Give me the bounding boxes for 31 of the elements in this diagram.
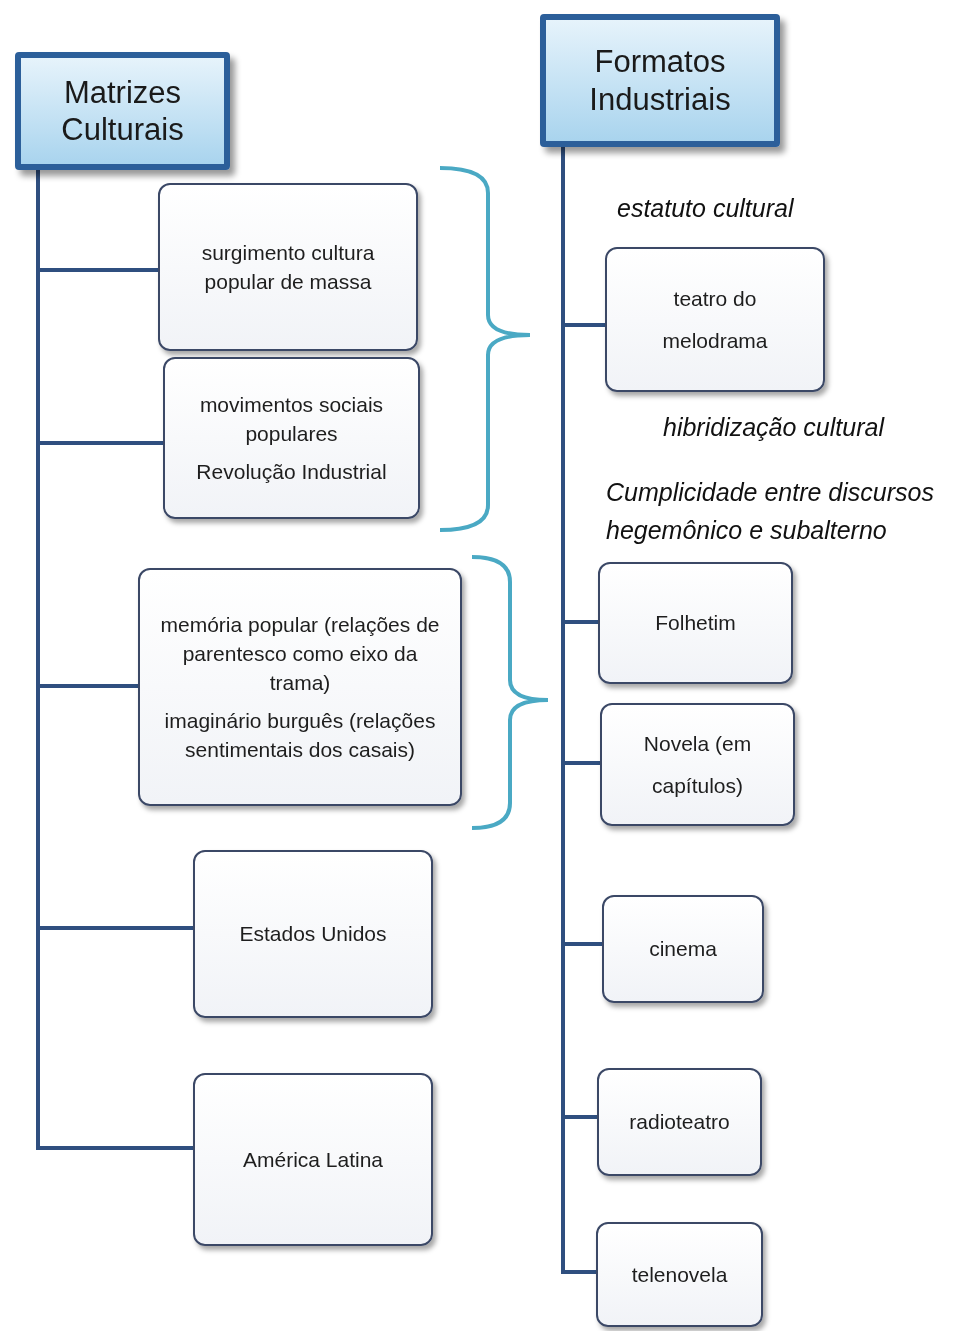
node-text: movimentos sociais populares bbox=[198, 391, 385, 448]
annotation-text: hibridização cultural bbox=[663, 412, 886, 443]
topic-box bbox=[598, 562, 793, 684]
topic-box bbox=[597, 1068, 762, 1176]
node-text: Revolução Industrial bbox=[196, 458, 387, 485]
node-text: imaginário burguês (relações sentimentais dos casais) bbox=[163, 707, 437, 764]
node-text: cinema bbox=[649, 936, 717, 963]
annotation-text: estatuto cultural bbox=[617, 193, 795, 224]
header-box bbox=[15, 52, 230, 170]
node-text: América Latina bbox=[242, 1146, 384, 1173]
header-text: Formatos Industriais bbox=[588, 43, 732, 118]
topic-box bbox=[193, 1073, 433, 1246]
node-text: Estados Unidos bbox=[239, 921, 387, 948]
node-text: radioteatro bbox=[629, 1109, 730, 1136]
topic-box bbox=[138, 568, 462, 806]
annotation-text: Cumplicidade entre discursos hegemônico e subalterno bbox=[606, 477, 935, 546]
node-text: Folhetim bbox=[655, 610, 736, 637]
node-text: telenovela bbox=[631, 1261, 728, 1288]
topic-box bbox=[600, 703, 795, 826]
header-box bbox=[540, 14, 780, 147]
node-text: surgimento cultura popular de massa bbox=[200, 239, 376, 295]
topic-box bbox=[596, 1222, 763, 1327]
topic-box bbox=[602, 895, 764, 1003]
node-text: Novela (em capítulos) bbox=[642, 730, 753, 799]
topic-box bbox=[193, 850, 433, 1018]
header-text: Matrizes Culturais bbox=[60, 73, 185, 149]
topic-box bbox=[163, 357, 420, 519]
node-text: memória popular (relações de parentesco como eixo da trama) bbox=[159, 611, 441, 697]
topic-box bbox=[158, 183, 418, 351]
topic-box bbox=[605, 247, 825, 392]
node-text: teatro do melodrama bbox=[661, 285, 769, 354]
